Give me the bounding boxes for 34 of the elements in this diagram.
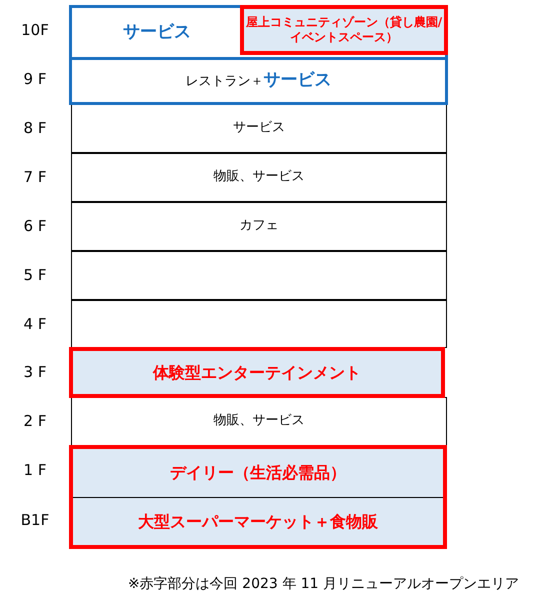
highlight-frame: [69, 445, 447, 549]
floor-cell: [71, 202, 447, 251]
floor-cell: [240, 5, 448, 55]
floor-use-text: カフェ: [240, 218, 278, 235]
footnote-text: ※赤字部分は今回 2023 年 11 月リニューアルオープンエリア: [128, 575, 519, 593]
floor-row: [71, 300, 447, 348]
floor-label: 1 F: [22, 461, 48, 479]
floor-use-text: 物販、サービス: [214, 413, 304, 430]
floor-use-text: サービス: [123, 22, 191, 44]
floor-cell: [71, 397, 447, 446]
floor-label: 5 F: [22, 266, 48, 284]
floor-cell: [69, 347, 445, 398]
floor-label: 4 F: [22, 315, 48, 333]
floor-use-text: 大型スーパーマーケット＋食物販: [138, 512, 378, 532]
floor-label: B1F: [20, 511, 50, 529]
floor-use-text: レストラン＋サービス: [186, 70, 332, 92]
floor-label: 8 F: [22, 119, 48, 137]
floor-label: 7 F: [22, 168, 48, 186]
floor-use-text: 体験型エンターテインメント: [153, 362, 361, 382]
floor-cell: [71, 104, 447, 153]
floor-use-text: サービス: [233, 120, 285, 137]
floor-label: 3 F: [22, 363, 48, 381]
floor-use-text: デイリー（生活必需品）: [170, 463, 346, 483]
highlight-frame: [69, 5, 448, 105]
floor-cell: [73, 498, 443, 545]
floor-cell: [71, 153, 447, 202]
floor-row: [71, 251, 447, 300]
floor-label: 10F: [20, 21, 50, 39]
floor-cell: [73, 449, 443, 498]
floor-label: 6 F: [22, 217, 48, 235]
floor-label: 2 F: [22, 412, 48, 430]
floor-use-text: 屋上コミュニティゾーン（貸し農園/イベントスペース）: [244, 15, 444, 45]
floor-label: 9 F: [22, 70, 48, 88]
floor-use-text: 物販、サービス: [214, 169, 304, 186]
